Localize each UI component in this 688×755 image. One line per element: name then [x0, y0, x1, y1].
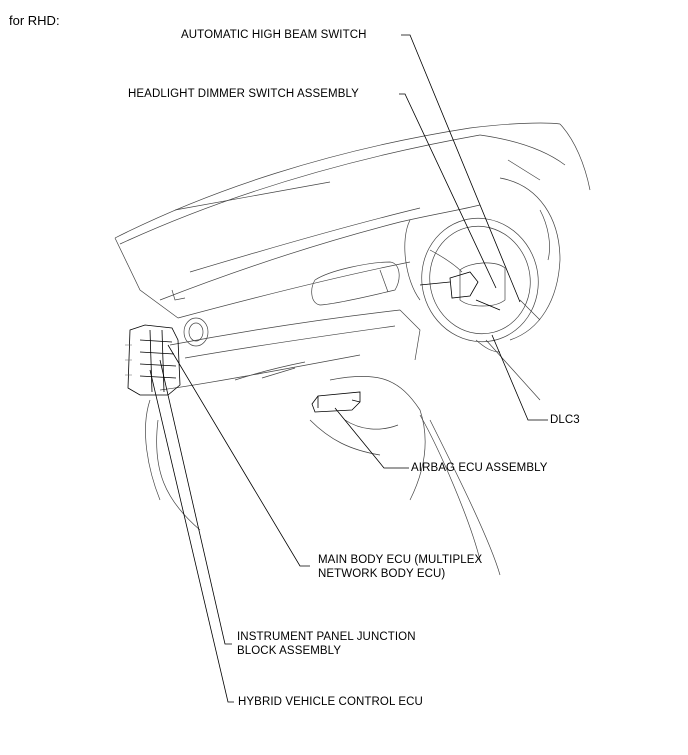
label-dlc3: DLC3	[550, 414, 580, 426]
label-hybrid-vehicle-control-ecu: HYBRID VEHICLE CONTROL ECU	[238, 696, 423, 708]
combination-switch	[419, 271, 541, 401]
label-automatic-high-beam-switch: AUTOMATIC HIGH BEAM SWITCH	[181, 29, 367, 41]
floor-console	[145, 375, 501, 576]
lower-dash	[159, 309, 421, 391]
windshield-outline	[114, 122, 591, 245]
center-vent	[311, 261, 400, 306]
label-ip-junction-line2: BLOCK ASSEMBLY	[237, 645, 342, 657]
label-main-body-ecu-line2: NETWORK BODY ECU)	[318, 568, 446, 580]
label-airbag-ecu: AIRBAG ECU ASSEMBLY	[411, 462, 548, 474]
leader-lines	[149, 34, 548, 703]
label-main-body-ecu-line1: MAIN BODY ECU (MULTIPLEX	[318, 554, 483, 566]
left-ecu-block	[125, 324, 181, 396]
dashboard-top	[114, 181, 481, 319]
label-ip-junction-line1: INSTRUMENT PANEL JUNCTION	[237, 631, 416, 643]
left-vent	[183, 317, 209, 347]
airbag-ecu-unit	[311, 391, 361, 413]
steering-wheel	[404, 177, 561, 343]
diagram-heading: for RHD:	[9, 13, 60, 28]
label-headlight-dimmer-switch: HEADLIGHT DIMMER SWITCH ASSEMBLY	[128, 88, 359, 100]
